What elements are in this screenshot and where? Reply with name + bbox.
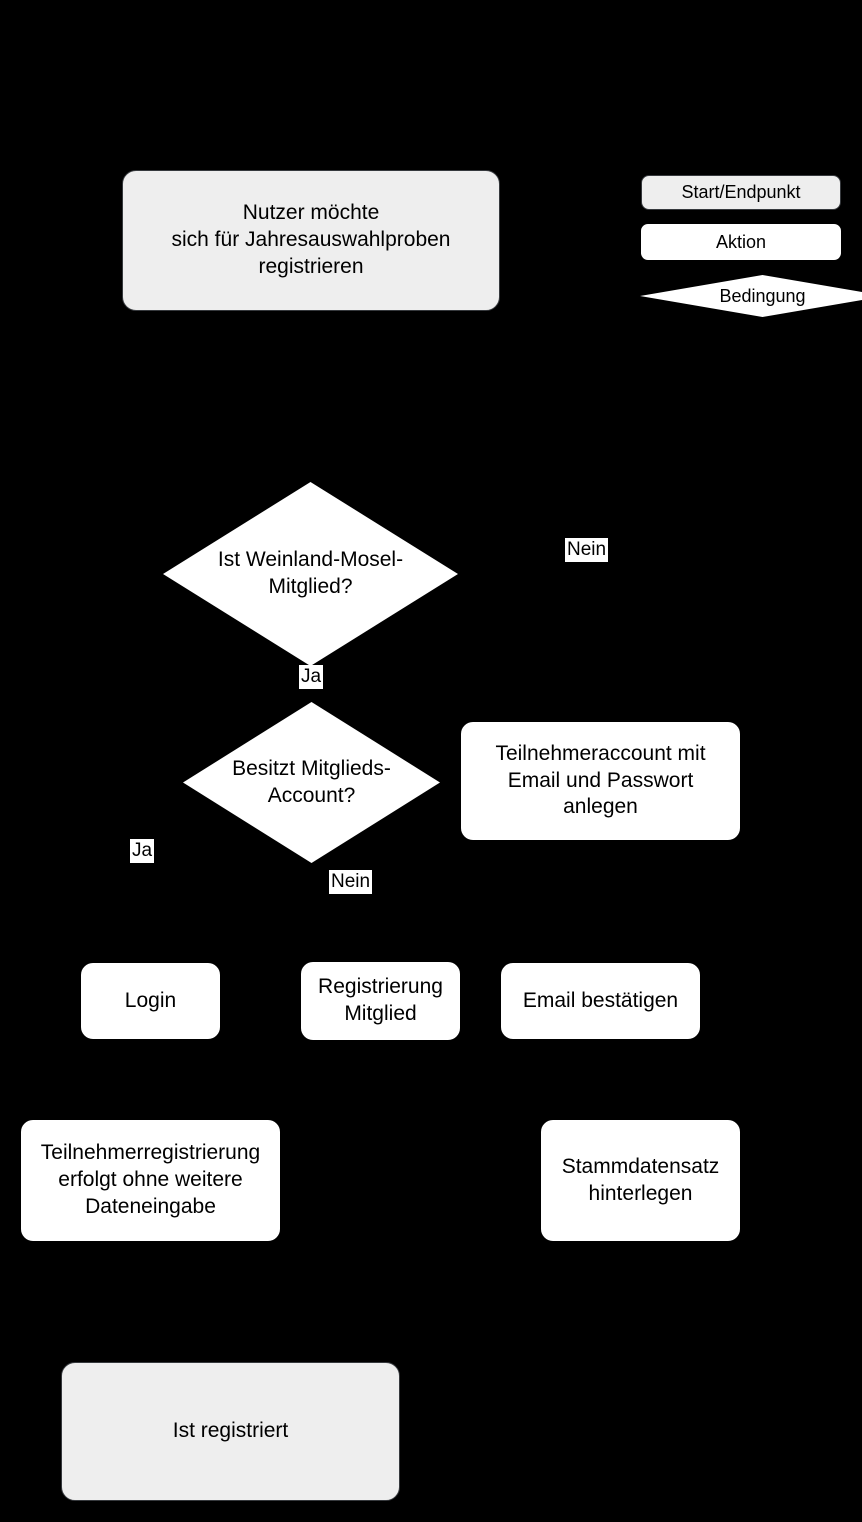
node-decision-is-weinland-mosel-member-label: Ist Weinland-Mosel- Mitglied? <box>217 548 404 598</box>
node-confirm-email-label: Email bestätigen <box>522 988 679 1012</box>
node-decision-has-member-account-label: Besitzt Mitglieds- Account? <box>232 756 391 807</box>
node-participant-registration-no-data[interactable]: Teilnehmerregistrierung erfolgt ohne wei… <box>21 1120 280 1241</box>
connector-login-to-participant-registration <box>150 1038 152 1120</box>
connector-confirm-email-to-master-data <box>599 1038 601 1120</box>
node-end-is-registered-label: Ist registriert <box>172 1419 289 1443</box>
edge-label-member-yes: Ja <box>299 665 324 690</box>
connector-participant-registration-to-end <box>150 1240 152 1362</box>
node-start-label: Nutzer möchte sich für Jahresauswahlprob… <box>171 201 451 278</box>
node-participant-registration-no-data-label: Teilnehmerregistrierung erfolgt ohne wei… <box>40 1141 261 1218</box>
edge-label-account-no-text: Nein <box>331 871 371 892</box>
node-decision-has-member-account[interactable]: Besitzt Mitglieds- Account? <box>183 702 440 863</box>
legend-label-action: Aktion <box>715 231 767 252</box>
legend-label-decision: Bedingung <box>719 285 806 306</box>
edge-label-member-no: Nein <box>565 538 609 563</box>
node-confirm-email[interactable]: Email bestätigen <box>501 963 700 1039</box>
connector-start-to-decision-member <box>309 310 311 482</box>
legend-item-action: Aktion <box>641 224 841 260</box>
edge-label-member-no-text: Nein <box>567 539 607 560</box>
connector-no-down-to-create-account <box>599 573 601 722</box>
node-login[interactable]: Login <box>81 963 220 1039</box>
legend-label-terminator: Start/Endpunkt <box>681 182 801 202</box>
edge-label-account-no: Nein <box>329 870 373 895</box>
node-create-participant-account[interactable]: Teilnehmeraccount mit Email und Passwort… <box>461 722 740 840</box>
legend-item-decision: Bedingung <box>640 275 862 317</box>
connector-create-account-to-confirm-email <box>599 840 601 963</box>
node-registration-member-label: Registrierung Mitglied <box>318 975 443 1025</box>
node-start[interactable]: Nutzer möchte sich für Jahresauswahlprob… <box>122 170 500 311</box>
edge-label-account-yes-text: Ja <box>132 840 153 861</box>
node-store-master-data-label: Stammdatensatz hinterlegen <box>561 1154 720 1205</box>
connector-decision-account-no <box>310 862 312 963</box>
node-store-master-data[interactable]: Stammdatensatz hinterlegen <box>541 1120 740 1241</box>
node-decision-is-weinland-mosel-member[interactable]: Ist Weinland-Mosel- Mitglied? <box>163 482 458 666</box>
edge-label-account-yes: Ja <box>130 839 155 864</box>
edge-label-member-yes-text: Ja <box>301 666 322 687</box>
node-login-label: Login <box>124 988 177 1012</box>
connector-master-data-to-end <box>230 1300 641 1302</box>
connector-yes-down-to-login <box>150 781 152 963</box>
connector-decision-account-yes <box>150 781 184 783</box>
connector-decision-member-no <box>458 573 600 575</box>
connector-registration-member-to-master-data <box>380 1040 382 1080</box>
legend-item-terminator: Start/Endpunkt <box>641 175 841 210</box>
node-create-participant-account-label: Teilnehmeraccount mit Email und Passwort… <box>495 741 706 819</box>
node-end-is-registered[interactable]: Ist registriert <box>61 1362 400 1501</box>
node-registration-member[interactable]: Registrierung Mitglied <box>301 962 460 1040</box>
